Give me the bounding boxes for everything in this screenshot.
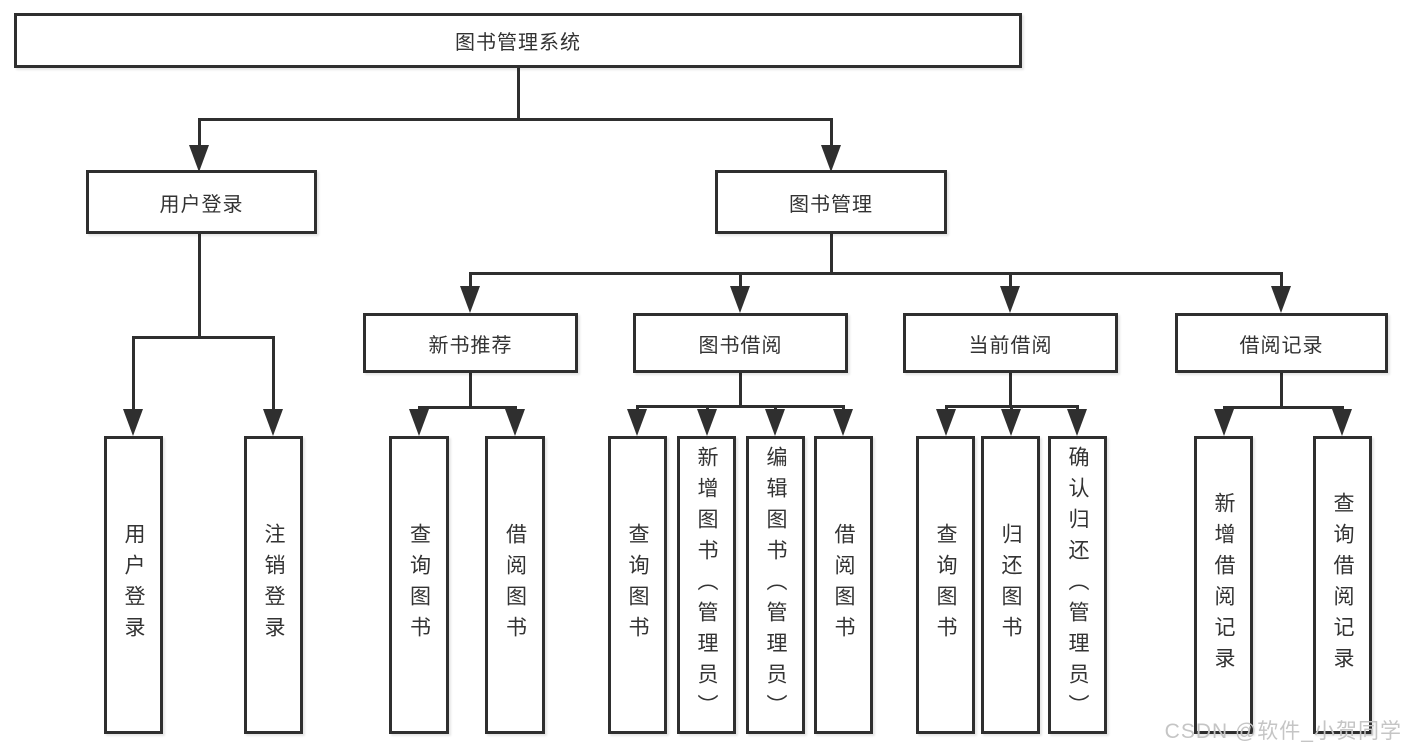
connector-vline: [706, 405, 709, 412]
connector-vline: [198, 118, 201, 148]
connector-vline: [272, 336, 275, 412]
arrow-down-icon: [936, 409, 956, 436]
arrow-down-icon: [1332, 409, 1352, 436]
leaf-add-borrow-record: 新增借阅记录: [1194, 436, 1253, 734]
arrow-down-icon: [1214, 409, 1234, 436]
leaf-borrow-books-borrow: 借阅图书: [814, 436, 873, 734]
node-book-management: 图书管理: [715, 170, 947, 234]
arrow-down-icon: [1001, 409, 1021, 436]
arrow-down-icon: [123, 409, 143, 436]
connector-vline: [517, 66, 520, 121]
connector-hline: [198, 118, 833, 121]
connector-vline: [830, 118, 833, 148]
leaf-query-books-newrec: 查询图书: [389, 436, 449, 734]
connector-vline: [132, 336, 135, 412]
leaf-return-book: 归还图书: [981, 436, 1040, 734]
leaf-logout: 注销登录: [244, 436, 303, 734]
arrow-down-icon: [627, 409, 647, 436]
arrow-down-icon: [409, 409, 429, 436]
arrow-down-icon: [821, 145, 841, 172]
node-borrow-records: 借阅记录: [1175, 313, 1388, 373]
connector-vline: [1280, 272, 1283, 289]
leaf-add-book-admin: 新增图书（管理员）: [677, 436, 736, 734]
node-book-borrow: 图书借阅: [633, 313, 848, 373]
connector-vline: [739, 272, 742, 289]
arrow-down-icon: [189, 145, 209, 172]
connector-hline: [418, 406, 517, 409]
connector-vline: [636, 405, 639, 412]
watermark: CSDN @软件_小贺同学: [1164, 720, 1402, 743]
node-user-login: 用户登录: [86, 170, 317, 234]
node-current-borrow: 当前借阅: [903, 313, 1118, 373]
leaf-query-books-current: 查询图书: [916, 436, 975, 734]
arrow-down-icon: [697, 409, 717, 436]
arrow-down-icon: [1271, 286, 1291, 313]
connector-vline: [1076, 405, 1079, 412]
arrow-down-icon: [833, 409, 853, 436]
arrow-down-icon: [730, 286, 750, 313]
connector-vline: [469, 371, 472, 409]
node-new-book-recommend: 新书推荐: [363, 313, 578, 373]
connector-vline: [1280, 371, 1283, 409]
node-root: 图书管理系统: [14, 13, 1022, 68]
arrow-down-icon: [460, 286, 480, 313]
arrow-down-icon: [1067, 409, 1087, 436]
connector-hline: [1223, 406, 1344, 409]
connector-vline: [739, 371, 742, 408]
arrow-down-icon: [765, 409, 785, 436]
leaf-confirm-return-admin: 确认归还（管理员）: [1048, 436, 1107, 734]
connector-vline: [1009, 371, 1012, 408]
connector-vline: [842, 405, 845, 412]
connector-hline: [636, 405, 845, 408]
leaf-user-login: 用户登录: [104, 436, 163, 734]
connector-hline: [469, 272, 1283, 275]
arrow-down-icon: [505, 409, 525, 436]
leaf-edit-book-admin: 编辑图书（管理员）: [746, 436, 805, 734]
connector-hline: [132, 336, 275, 339]
connector-vline: [198, 232, 201, 339]
connector-vline: [1010, 405, 1013, 412]
leaf-query-books-borrow: 查询图书: [608, 436, 667, 734]
leaf-query-borrow-record: 查询借阅记录: [1313, 436, 1372, 734]
arrow-down-icon: [1000, 286, 1020, 313]
leaf-borrow-books-newrec: 借阅图书: [485, 436, 545, 734]
arrow-down-icon: [263, 409, 283, 436]
connector-vline: [1009, 272, 1012, 289]
connector-vline: [945, 405, 948, 412]
connector-vline: [774, 405, 777, 412]
connector-vline: [830, 232, 833, 275]
connector-vline: [469, 272, 472, 289]
